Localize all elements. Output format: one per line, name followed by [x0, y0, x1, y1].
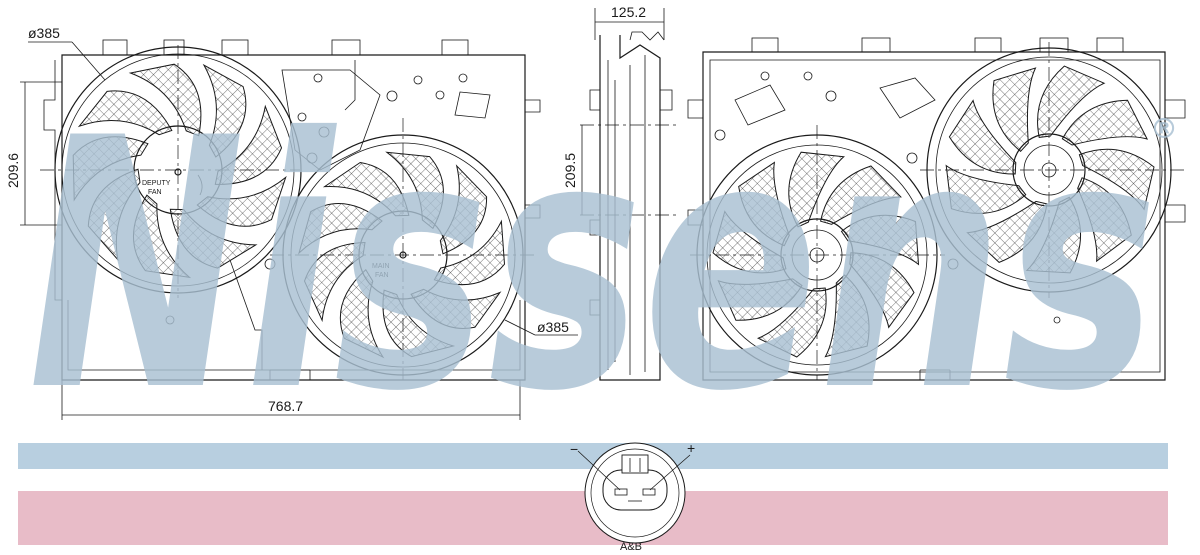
- fan-blade: [756, 287, 827, 358]
- front-centerlines: [40, 45, 535, 380]
- fan-blade: [1025, 196, 1082, 274]
- fan-blade: [128, 63, 202, 137]
- side-view: 125.2 209.5: [562, 4, 680, 381]
- front-shroud-outline: [61, 54, 526, 381]
- dim-height-left: 209.6: [5, 153, 21, 188]
- fan-blade: [849, 252, 915, 329]
- fan-blade: [840, 214, 920, 266]
- fan-blade: [410, 288, 502, 329]
- fan-blade: [169, 208, 258, 269]
- nissens-watermark: Nissens ®: [28, 66, 1178, 467]
- rear-shroud-outline: [702, 51, 1166, 381]
- connector-minus-label: −: [570, 441, 578, 457]
- fan-blade: [339, 269, 385, 359]
- connector-plus-label: +: [687, 440, 695, 456]
- fan-blade: [77, 90, 173, 136]
- main-fan-blades: [298, 151, 506, 359]
- fan-blade: [202, 63, 247, 158]
- watermark-text: Nissens: [28, 66, 1158, 467]
- fan-blade: [214, 104, 283, 185]
- connector-caption: A&B: [620, 541, 642, 553]
- fan-blade: [298, 202, 383, 255]
- fan-blade: [87, 168, 141, 262]
- fan-blade: [992, 67, 1037, 152]
- fan-blade: [439, 164, 488, 255]
- deputy-fan-label-1: DEPUTY: [142, 180, 171, 187]
- fan-blade: [72, 136, 149, 202]
- watermark-registered-mark: ®: [1150, 112, 1178, 145]
- fan-blade: [820, 165, 902, 225]
- fan-blade: [1078, 148, 1155, 211]
- main-fan-label-2: FAN: [375, 272, 389, 279]
- rear-deputy-fan: [926, 47, 1172, 293]
- dim-fan-diameter-left: ø385: [28, 25, 60, 41]
- rear-mounting-tabs: [751, 37, 1124, 53]
- fan-blade: [1061, 99, 1149, 146]
- fan-blade: [1077, 177, 1132, 263]
- fan-blade: [738, 161, 790, 247]
- rear-deputy-fan-blades: [945, 65, 1155, 274]
- front-view: [43, 39, 541, 381]
- connector-diagram: − + A&B: [570, 440, 695, 553]
- fan-blade: [712, 210, 787, 274]
- fan-blade: [385, 151, 444, 230]
- main-fan: MAIN FAN: [282, 134, 524, 376]
- dim-depth-top: 125.2: [611, 4, 646, 20]
- fan-blade: [945, 164, 1027, 214]
- rear-centerlines: [690, 42, 1185, 380]
- main-fan-label-1: MAIN: [372, 263, 390, 270]
- fan-blade: [966, 200, 1048, 263]
- deputy-fan-blades: [72, 63, 287, 279]
- front-mounting-tabs: [102, 39, 469, 56]
- fan-blade: [717, 278, 803, 321]
- connector-housing: [602, 469, 668, 511]
- connector-pin-minus: [614, 488, 628, 496]
- fan-blade: [322, 161, 410, 217]
- fan-blade: [303, 241, 366, 323]
- fan-blade: [196, 175, 287, 227]
- front-dimensions: 209.6 768.7 ø385 ø385: [5, 25, 578, 420]
- fan-blade: [824, 274, 870, 358]
- dim-fan-diameter-right: ø385: [537, 319, 569, 335]
- fan-blade: [382, 289, 456, 358]
- rear-view: [687, 37, 1186, 381]
- fan-blade: [1037, 65, 1106, 138]
- connector-pin-plus: [642, 488, 656, 496]
- dim-height-side: 209.5: [562, 153, 578, 188]
- fan-blade: [132, 194, 192, 279]
- dim-overall-width: 768.7: [268, 398, 303, 414]
- fan-blade: [433, 219, 506, 286]
- fan-blade: [948, 99, 1017, 175]
- deputy-fan: DEPUTY FAN: [54, 46, 302, 294]
- rear-main-fan-blades: [712, 151, 920, 358]
- deputy-fan-label-2: FAN: [148, 189, 162, 196]
